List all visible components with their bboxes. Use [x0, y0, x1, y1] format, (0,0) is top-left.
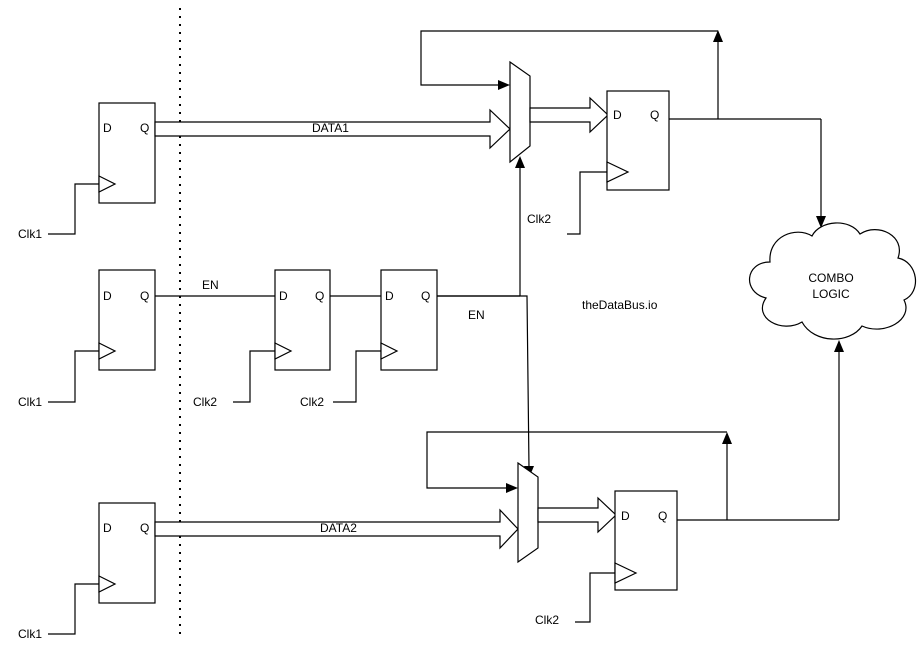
clock-wire	[567, 171, 607, 235]
pin-d-label: D	[279, 289, 288, 303]
clock-label: Clk2	[535, 613, 559, 627]
data1-bus-label: DATA1	[312, 121, 349, 135]
combo-logic-label-line1: COMBO	[808, 271, 853, 285]
clock-label: Clk1	[18, 395, 42, 409]
clock-label: Clk2	[193, 395, 217, 409]
pin-d-label: D	[621, 509, 630, 523]
arrowhead-icon	[816, 216, 826, 228]
arrowhead-icon	[498, 80, 510, 90]
clock-wire	[48, 583, 99, 635]
pin-d-label: D	[385, 289, 394, 303]
data1-bus-arrow	[154, 108, 511, 150]
clock-label: Clk2	[300, 395, 324, 409]
pin-d-label: D	[613, 108, 622, 122]
en-signal-label: EN	[202, 278, 219, 292]
flip-flop-data1-source: D Q	[98, 102, 156, 204]
flip-flop-data2-dest: D Q	[614, 490, 678, 591]
flip-flop-sync-stage2: D Q	[380, 269, 438, 371]
feedback-loop-wire	[426, 431, 727, 489]
combo-logic-cloud-icon	[748, 222, 917, 340]
flip-flop-data1-dest: D Q	[606, 90, 670, 191]
arrowhead-icon	[713, 30, 723, 42]
en-sync-label: EN	[468, 308, 485, 322]
clock-wire	[333, 350, 381, 403]
mux-to-ff-bus-arrow	[537, 496, 617, 534]
combo-logic-label-line2: LOGIC	[812, 287, 850, 301]
arrowhead-icon	[506, 483, 518, 493]
flip-flop-data2-source: D Q	[98, 502, 156, 604]
pin-q-label: Q	[650, 108, 659, 122]
clock-label: Clk2	[527, 212, 551, 226]
clock-wire	[575, 572, 615, 623]
pin-q-label: Q	[140, 289, 149, 303]
clock-wire	[48, 183, 99, 235]
flip-flop-sync-stage1: D Q	[274, 269, 331, 371]
feedback-loop-wire	[420, 30, 718, 86]
clock-label: Clk1	[18, 627, 42, 641]
pin-q-label: Q	[658, 509, 667, 523]
en-to-bottom-mux-wire	[437, 295, 530, 469]
data2-bus-label: DATA2	[320, 521, 357, 535]
pin-q-label: Q	[315, 289, 324, 303]
pin-q-label: Q	[140, 521, 149, 535]
pin-d-label: D	[103, 521, 112, 535]
mux-to-ff-bus-arrow	[529, 96, 609, 134]
pin-d-label: D	[103, 289, 112, 303]
mux-bottom	[517, 461, 539, 564]
arrowhead-icon	[515, 156, 525, 168]
arrowhead-icon	[722, 432, 732, 444]
pin-q-label: Q	[140, 121, 149, 135]
watermark-text: theDataBus.io	[582, 298, 658, 312]
pin-q-label: Q	[421, 289, 430, 303]
clock-wire	[48, 350, 99, 403]
clock-wire	[233, 350, 275, 403]
data2-bus-arrow	[154, 508, 519, 550]
clock-label: Clk1	[18, 227, 42, 241]
mux-top	[509, 60, 531, 164]
pin-d-label: D	[103, 121, 112, 135]
arrowhead-icon	[834, 340, 844, 352]
flip-flop-en-source: D Q	[98, 269, 156, 371]
